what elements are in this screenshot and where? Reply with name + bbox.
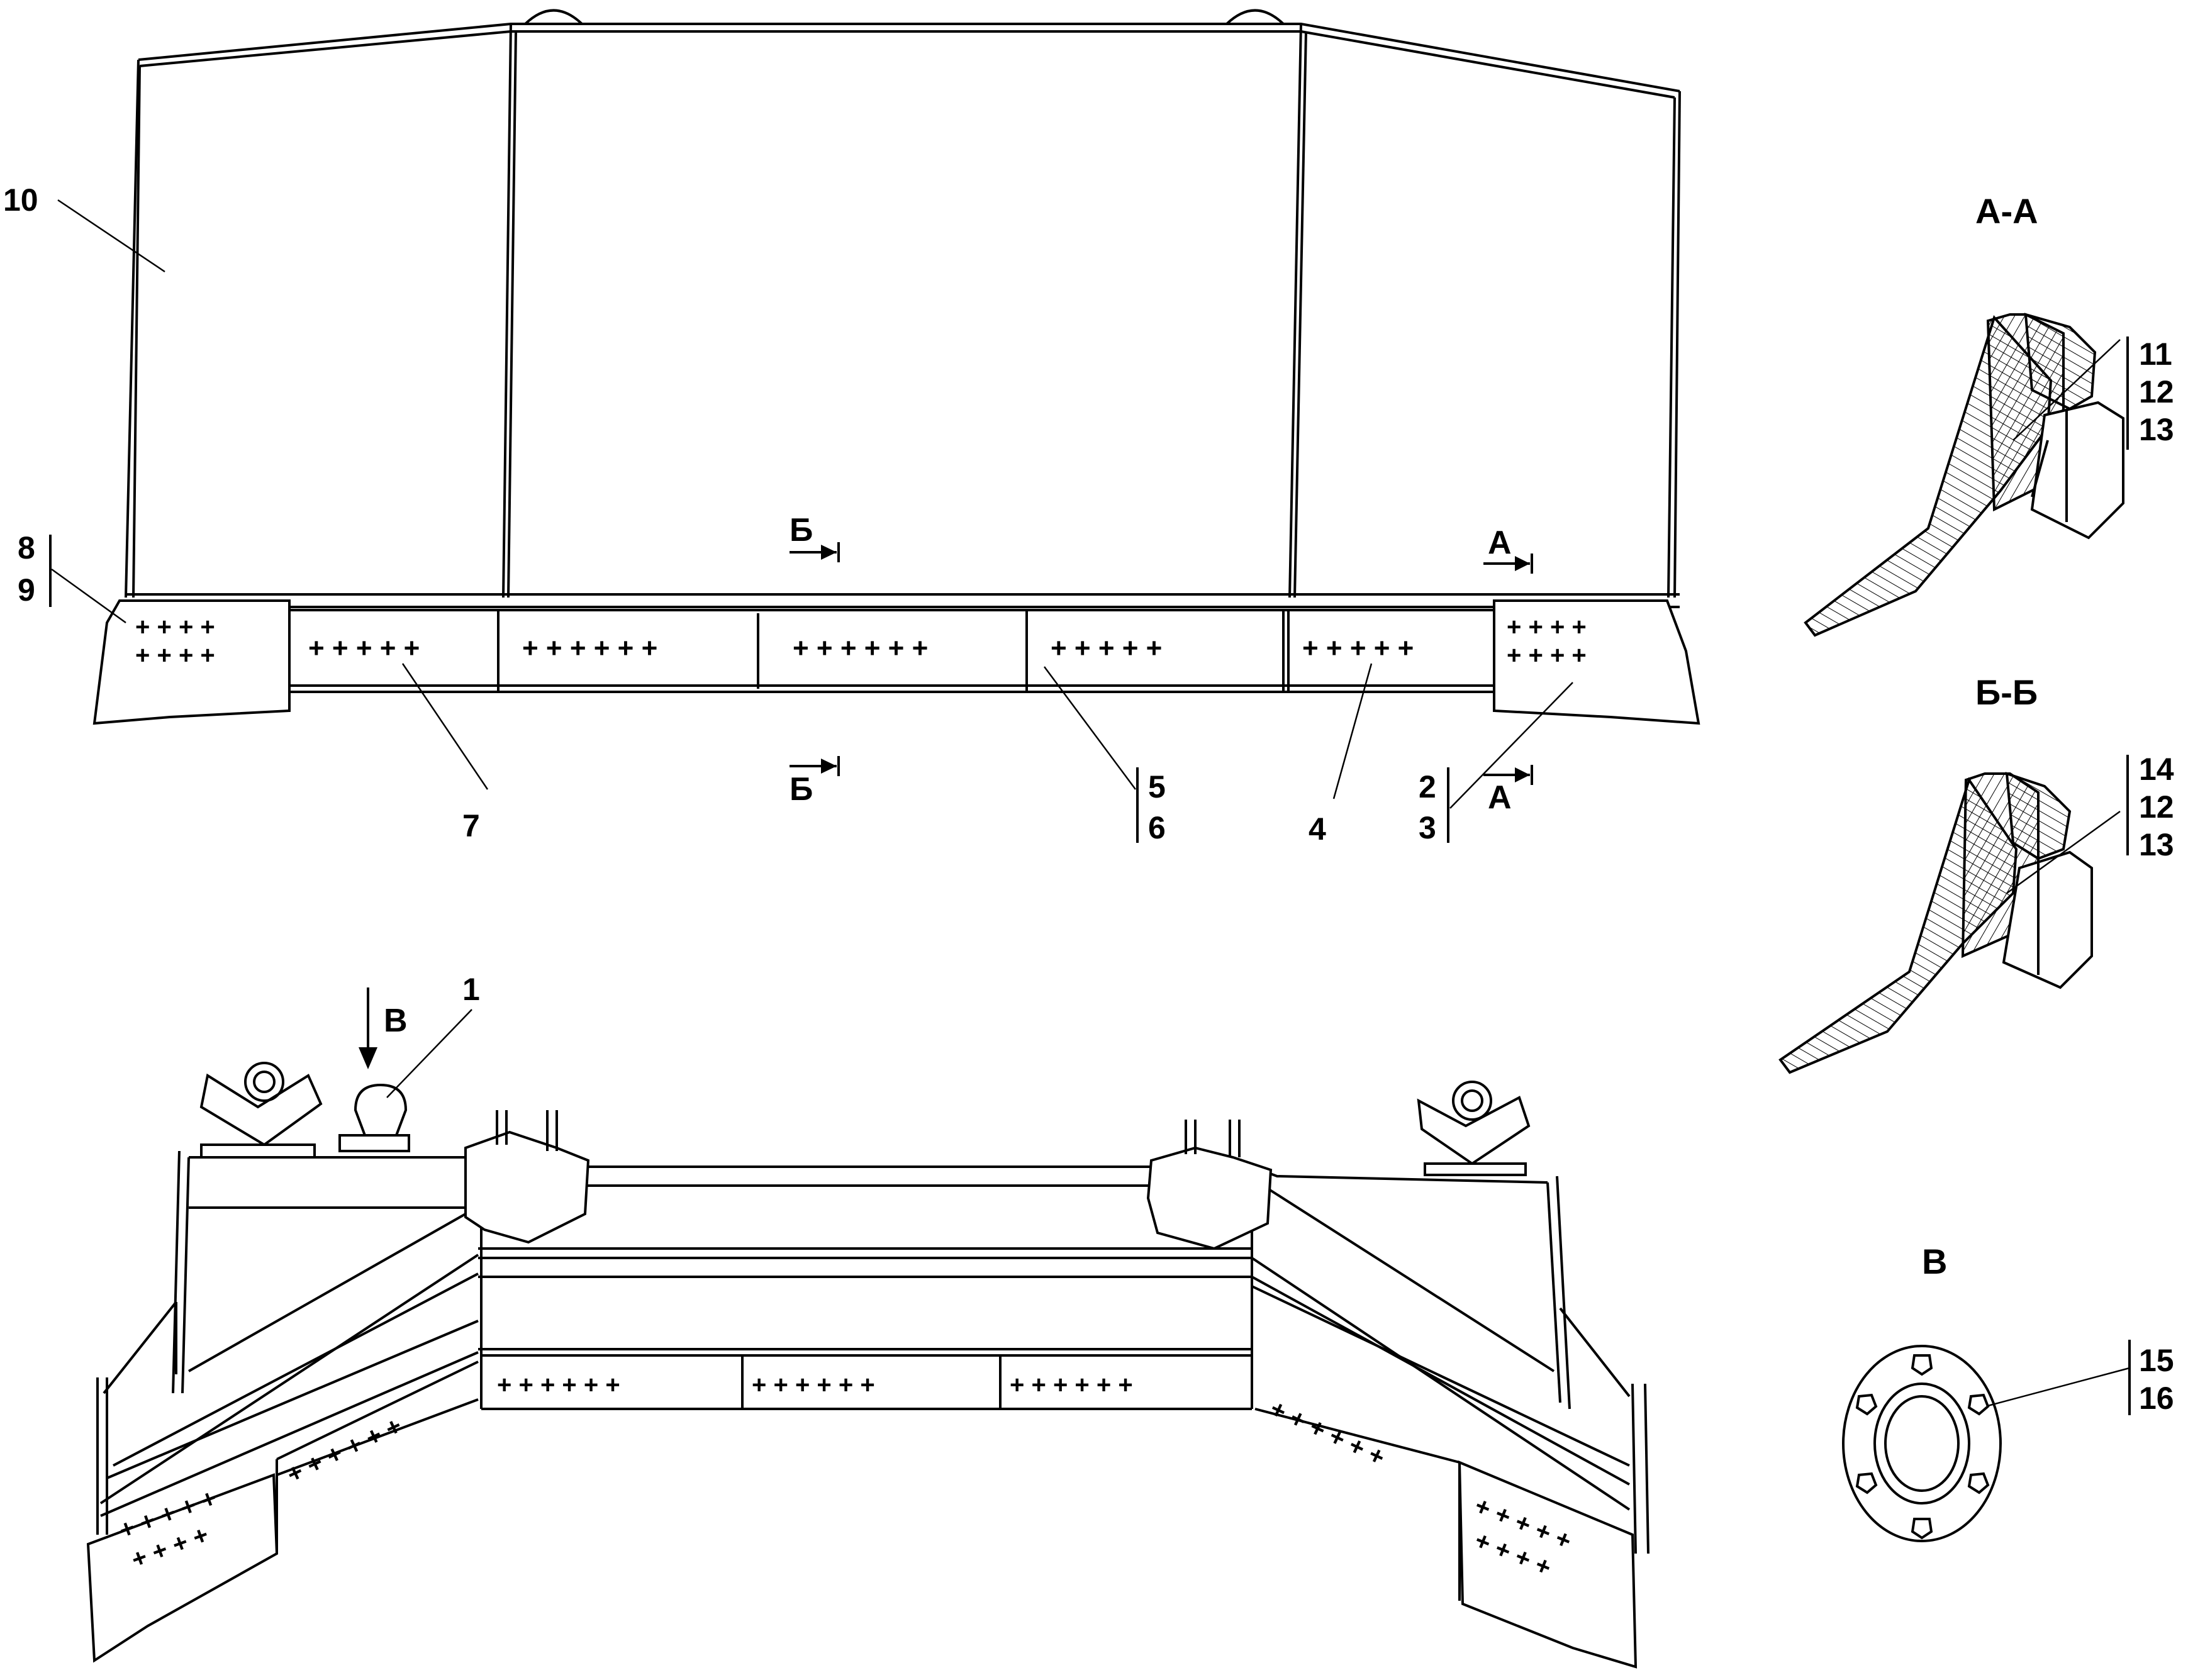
callout-12a: 12 <box>2139 374 2174 409</box>
svg-text:+ + + + +: + + + + + <box>308 633 420 664</box>
callout-14: 14 <box>2139 752 2174 787</box>
mount-right <box>1146 1120 1273 1250</box>
front-view: + + + + + + + + + + + + + + + + + + + + … <box>3 9 1700 847</box>
svg-text:+ + + +: + + + + <box>1507 613 1587 641</box>
moldboard <box>125 9 1681 608</box>
cutting-edge: + + + + + + + + + + + + + + + + + + + + … <box>289 609 1497 693</box>
callout-7: 7 <box>462 808 480 843</box>
svg-text:+ + + + +: + + + + + <box>1051 633 1162 664</box>
section-b-top: Б <box>790 512 813 548</box>
section-b-bottom: Б <box>790 771 813 808</box>
svg-text:+ + + + + +: + + + + + + <box>282 1412 406 1489</box>
svg-text:+ + + + + +: + + + + + + <box>752 1371 875 1399</box>
svg-text:+ + + + + +: + + + + + + <box>522 633 657 664</box>
section-bb-title: Б-Б <box>1975 672 2038 712</box>
view-v-title: В <box>1922 1242 1947 1281</box>
svg-text:+ + + + + +: + + + + + + <box>1010 1371 1133 1399</box>
callout-4: 4 <box>1309 811 1326 847</box>
callout-13b: 13 <box>2139 827 2174 862</box>
svg-text:+ + + + + +: + + + + + + <box>1266 1394 1389 1472</box>
end-bit-left: + + + + + + + + <box>92 599 291 725</box>
svg-text:+ + + +: + + + + <box>135 613 215 641</box>
callout-11: 11 <box>2139 337 2172 372</box>
section-bb: Б-Б 14 12 13 <box>1778 672 2174 1074</box>
callout-2: 2 <box>1419 769 1436 804</box>
callout-8: 8 <box>18 530 35 565</box>
section-aa: А-А 11 12 13 <box>1804 191 2174 637</box>
v-bracket-left <box>199 1062 323 1159</box>
callout-10: 10 <box>3 182 38 218</box>
callout-13a: 13 <box>2139 412 2174 447</box>
callout-1: 1 <box>462 972 480 1007</box>
svg-text:+ + + + +: + + + + + <box>1302 633 1414 664</box>
svg-text:+ + + + + +: + + + + + + <box>497 1371 620 1399</box>
section-a-bottom: А <box>1488 779 1512 816</box>
svg-text:+ + + + + +: + + + + + + <box>793 633 928 664</box>
view-v-arrow: В <box>384 1003 408 1039</box>
callout-16: 16 <box>2139 1381 2174 1416</box>
callout-6: 6 <box>1148 810 1166 845</box>
section-aa-title: А-А <box>1975 191 2038 231</box>
callout-9: 9 <box>18 572 35 608</box>
v-bracket-right <box>1417 1081 1531 1176</box>
mount-left <box>464 1110 590 1244</box>
svg-text:+ + + +: + + + + <box>135 642 215 669</box>
view-v: В 15 16 <box>1842 1242 2174 1542</box>
svg-text:+ + + +: + + + + <box>1507 642 1587 669</box>
section-a-top: А <box>1488 525 1512 561</box>
perspective-view: + + + + + + + + + + + + + + + + + + + + … <box>86 972 1649 1669</box>
callout-12b: 12 <box>2139 789 2174 825</box>
cylinder-mount <box>338 1083 410 1152</box>
end-bit-right: + + + + + + + + <box>1493 599 1700 725</box>
callout-15: 15 <box>2139 1343 2174 1378</box>
callout-5: 5 <box>1148 769 1166 804</box>
leader-10 <box>57 199 165 273</box>
callout-3: 3 <box>1419 810 1436 845</box>
